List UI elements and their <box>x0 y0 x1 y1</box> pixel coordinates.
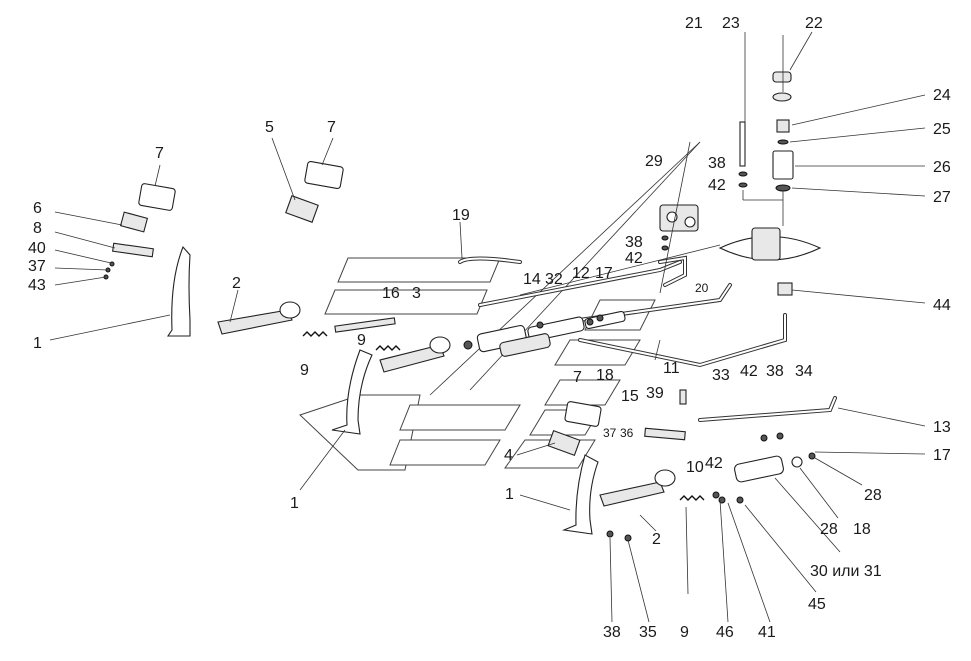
callout-8: 8 <box>33 220 42 237</box>
callout-18-low: 18 <box>853 521 871 538</box>
callout-33: 33 <box>712 367 730 384</box>
callout-39: 39 <box>646 385 664 402</box>
callout-3: 3 <box>412 285 421 302</box>
cab-floor-frame <box>299 141 721 471</box>
callout-22: 22 <box>805 15 823 32</box>
callout-35: 35 <box>639 624 657 641</box>
callout-34: 34 <box>795 363 813 380</box>
callout-15: 15 <box>621 388 639 405</box>
callout-16: 16 <box>382 285 400 302</box>
callout-5: 5 <box>265 119 274 136</box>
callout-37-left: 37 <box>28 258 46 275</box>
filter-nut <box>776 119 790 133</box>
callout-9-mid: 9 <box>357 332 366 349</box>
reservoir-adapter <box>777 282 793 296</box>
reservoir-bolt <box>739 121 746 167</box>
callout-14: 14 <box>523 271 541 288</box>
callout-7-mid: 7 <box>327 119 336 136</box>
callout-37-right: 37 <box>603 426 617 440</box>
center-cylinders <box>463 310 626 357</box>
washer-b <box>738 182 748 188</box>
callout-10: 10 <box>686 459 704 476</box>
callout-19: 19 <box>452 207 470 224</box>
left-pedal-set <box>103 183 328 337</box>
callout-42-right: 42 <box>740 363 758 380</box>
callout-18-mid: 18 <box>596 367 614 384</box>
middle-pedal-set <box>285 160 451 435</box>
callout-28-low: 28 <box>820 521 838 538</box>
callout-38-top: 38 <box>708 155 726 172</box>
callout-46: 46 <box>716 624 734 641</box>
callout-17-top: 17 <box>595 265 613 282</box>
callout-1-left: 1 <box>33 335 42 352</box>
callout-42-mid: 42 <box>625 250 643 267</box>
callout-42-top: 42 <box>708 177 726 194</box>
callout-27: 27 <box>933 189 951 206</box>
callout-38-bottom: 38 <box>603 624 621 641</box>
callout-17-right: 17 <box>933 447 951 464</box>
callout-25: 25 <box>933 121 951 138</box>
callout-36: 36 <box>620 426 634 440</box>
callout-6: 6 <box>33 200 42 217</box>
callout-12: 12 <box>572 265 590 282</box>
callout-23: 23 <box>722 15 740 32</box>
callout-1-mid: 1 <box>290 495 299 512</box>
reservoir-assembly <box>718 71 822 296</box>
washer-a <box>738 171 748 177</box>
callout-9-left: 9 <box>300 362 309 379</box>
callout-7-left: 7 <box>155 145 164 162</box>
callout-11: 11 <box>663 360 680 377</box>
callout-24: 24 <box>933 87 951 104</box>
hydraulic-lines <box>458 255 837 422</box>
callout-labels: 21 23 22 24 25 26 27 38 42 29 38 42 19 1… <box>28 15 951 641</box>
callout-30-or-31: 30 или 31 <box>810 563 882 580</box>
callout-21: 21 <box>685 15 703 32</box>
callout-20: 20 <box>695 281 709 295</box>
reservoir-mounted <box>751 227 781 261</box>
callout-32: 32 <box>545 271 563 288</box>
callout-29: 29 <box>645 153 663 170</box>
cap-gasket <box>772 92 792 102</box>
callout-7-right: 7 <box>573 369 582 386</box>
leader-lines <box>49 31 926 623</box>
o-ring <box>777 139 789 145</box>
callout-2-left: 2 <box>232 275 241 292</box>
master-cylinder-29 <box>659 204 699 251</box>
reservoir-body <box>772 150 794 180</box>
reservoir-cap <box>772 71 792 83</box>
callout-44: 44 <box>933 297 951 314</box>
callout-40: 40 <box>28 240 46 257</box>
callout-26: 26 <box>933 159 951 176</box>
callout-9-right: 9 <box>680 624 689 641</box>
callout-43: 43 <box>28 277 46 294</box>
callout-38-right: 38 <box>766 363 784 380</box>
callout-4: 4 <box>504 447 513 464</box>
callout-2-right: 2 <box>652 531 661 548</box>
right-pedal-set <box>547 389 816 542</box>
callout-1-right: 1 <box>505 486 514 503</box>
callout-42-low: 42 <box>705 455 723 472</box>
callout-41: 41 <box>758 624 776 641</box>
callout-45: 45 <box>808 596 826 613</box>
callout-28-right: 28 <box>864 487 882 504</box>
callout-38-mid: 38 <box>625 234 643 251</box>
callout-13: 13 <box>933 419 951 436</box>
